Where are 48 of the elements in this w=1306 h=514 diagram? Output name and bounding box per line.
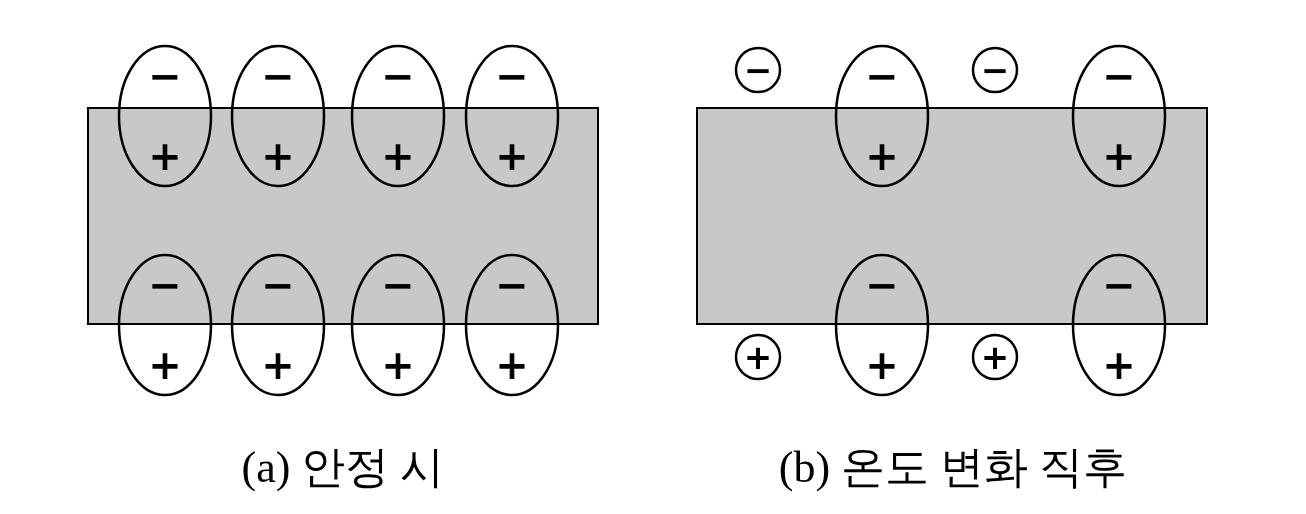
ion-circle [735, 334, 781, 380]
dipole-ellipse [465, 45, 559, 187]
charge-sign: − [261, 265, 295, 306]
charge-sign: − [495, 265, 529, 306]
charge-sign: + [381, 135, 415, 176]
dipole-ellipse [835, 45, 929, 187]
charge-sign: + [148, 135, 182, 176]
charge-sign: + [261, 135, 295, 176]
charge-sign: + [261, 344, 295, 385]
dipole-ellipse [231, 254, 325, 396]
ion-circle [972, 47, 1018, 93]
charge-sign: + [495, 344, 529, 385]
dipole-ellipse [118, 254, 212, 396]
charge-sign: − [1102, 56, 1136, 97]
charge-sign: − [865, 56, 899, 97]
dipole-ellipse [1072, 254, 1166, 396]
dipole-ellipse [835, 254, 929, 396]
charge-sign: + [1102, 135, 1136, 176]
dipole-ellipse [465, 254, 559, 396]
dipole-ellipse [231, 45, 325, 187]
charge-sign: − [148, 265, 182, 306]
charge-sign: − [495, 56, 529, 97]
charge-sign: + [865, 135, 899, 176]
charge-sign: − [743, 50, 773, 90]
charge-sign: + [743, 337, 773, 377]
charge-sign: − [148, 56, 182, 97]
dipole-ellipse [351, 254, 445, 396]
ion-circle [972, 334, 1018, 380]
slab-rectangle [696, 107, 1208, 325]
charge-sign: + [381, 344, 415, 385]
dipole-ellipse [118, 45, 212, 187]
ion-circle [735, 47, 781, 93]
charge-sign: + [148, 344, 182, 385]
dipole-ellipse [1072, 45, 1166, 187]
panel-caption: (b) 온도 변화 직후 [778, 442, 1128, 494]
charge-sign: − [381, 56, 415, 97]
charge-sign: − [381, 265, 415, 306]
charge-sign: − [980, 50, 1010, 90]
panel-caption: (a) 안정 시 [241, 442, 445, 494]
charge-sign: − [865, 265, 899, 306]
charge-sign: − [1102, 265, 1136, 306]
charge-sign: + [1102, 344, 1136, 385]
slab-rectangle [87, 107, 599, 325]
charge-sign: + [495, 135, 529, 176]
dipole-ellipse [351, 45, 445, 187]
charge-sign: + [980, 337, 1010, 377]
charge-sign: + [865, 344, 899, 385]
charge-sign: − [261, 56, 295, 97]
